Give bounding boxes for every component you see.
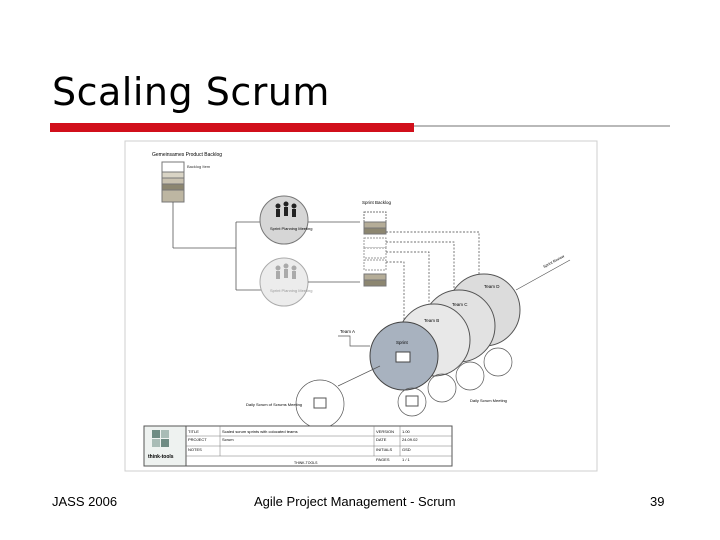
sprint-backlog-label: Sprint Backlog	[362, 200, 392, 205]
sos-box	[313, 397, 327, 409]
tb-meta-value-1: 24.09.02	[402, 437, 418, 442]
slide-title: Scaling Scrum	[52, 70, 330, 114]
title-block: think-tools	[143, 425, 453, 467]
tb-meta-label-1: DATE	[376, 437, 387, 442]
team-pointer-label: Team A	[340, 329, 355, 334]
tb-row-label-2: NOTES	[188, 447, 202, 452]
team-people-icon-faded	[275, 263, 297, 279]
sprint-label: Sprint	[396, 340, 409, 345]
team-people-icon	[275, 201, 297, 217]
daily-scrum-of-scrums-label: Daily Scrum of Scrums Meeting	[246, 402, 302, 407]
title-underline-red	[50, 123, 414, 132]
team-c-label: Team C	[452, 302, 468, 307]
sprint-backlog-stack	[363, 211, 387, 287]
tb-row-value-1: Scrum	[222, 437, 234, 442]
tb-footer: THINK-TOOLS	[294, 461, 318, 465]
tb-meta-label-0: VERSION	[376, 429, 394, 434]
daily-scrum-label: Daily Scrum Meeting	[470, 398, 507, 403]
tb-meta-value-3: 1 / 1	[402, 457, 411, 462]
dashed-connectors	[386, 231, 480, 330]
daily-box	[405, 395, 419, 407]
planning-meeting-label: Sprint Planning Meeting	[270, 226, 312, 231]
diagram-frame	[124, 140, 598, 472]
tb-meta-label-3: PAGES	[376, 457, 390, 462]
title-underline-gray	[414, 125, 670, 127]
tb-row-value-0: Scaled scrum sprints with colocated team…	[222, 429, 298, 434]
tb-meta-label-2: INITIALS	[376, 447, 393, 452]
footer-left: JASS 2006	[52, 494, 118, 509]
tb-row-label-1: PROJECT	[188, 437, 207, 442]
diagram-heading: Gemeinsames Product Backlog	[152, 152, 222, 158]
planning-meeting-label-2: Sprint Planning Meeting	[270, 288, 312, 293]
team-b-label: Team B	[424, 318, 439, 323]
daily-scrum-loops	[295, 347, 513, 429]
team-d-label: Team D	[484, 284, 500, 289]
logo-text: think-tools	[148, 454, 174, 460]
review-arrow	[515, 259, 571, 291]
backlog-item-label: Backlog Item	[187, 164, 211, 169]
tb-meta-value-2: GSD	[402, 447, 411, 452]
product-backlog-stack	[161, 161, 185, 203]
sprint-increment-box	[395, 351, 411, 363]
footer-center: Agile Project Management - Scrum	[254, 494, 456, 509]
planning-meeting-circle	[259, 195, 309, 245]
tb-meta-value-0: 1.00	[402, 429, 411, 434]
tb-row-label-0: TITLE	[188, 429, 199, 434]
page-number: 39	[650, 494, 665, 509]
scaling-scrum-diagram: Gemeinsames Product Backlog Backlog Item…	[124, 140, 598, 472]
